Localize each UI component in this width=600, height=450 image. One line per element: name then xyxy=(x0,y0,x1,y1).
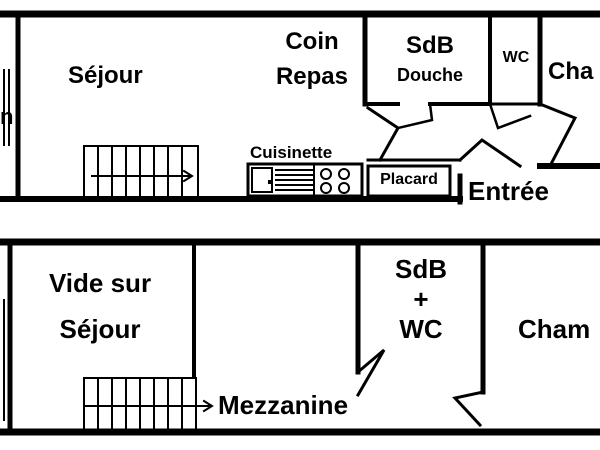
room-label-wc: WC xyxy=(502,49,530,66)
room-label-mezzanine: Mezzanine xyxy=(218,390,349,420)
door-swing-sdb xyxy=(365,105,400,163)
door-swing-sdb-upper xyxy=(355,348,386,398)
ground-stair xyxy=(83,145,199,197)
room-label-sdb-wc-2: + xyxy=(413,284,429,314)
placard-box xyxy=(366,164,452,198)
door-swing-entry xyxy=(457,138,523,169)
room-label-sdb-wc-1: SdB xyxy=(395,254,447,284)
room-label-cut-left: n xyxy=(0,104,14,129)
room-label-coin-repas-2: Repas xyxy=(275,63,349,90)
ground-floor xyxy=(0,10,600,205)
room-label-vide-2: Séjour xyxy=(59,314,141,344)
room-label-sdb-wc-3: WC xyxy=(399,314,443,344)
room-label-chambre-upper: Cham xyxy=(518,314,591,344)
door-swing-wc xyxy=(488,102,532,130)
room-label-sdb-douche-1: SdB xyxy=(406,32,454,59)
room-label-cuisinette: Cuisinette xyxy=(250,143,333,162)
room-label-sejour: Séjour xyxy=(68,62,143,89)
door-swing-chambre xyxy=(538,102,578,169)
room-label-entree: Entrée xyxy=(468,176,549,206)
room-label-vide-1: Vide sur xyxy=(48,268,152,298)
cuisinette-counter xyxy=(246,162,364,198)
room-label-coin-repas-1: Coin xyxy=(285,28,339,55)
room-label-placard: Placard xyxy=(380,171,438,188)
room-label-chambre: Cha xyxy=(548,58,594,85)
room-label-sdb-douche-2: Douche xyxy=(396,65,463,85)
upper-stair xyxy=(83,377,214,431)
upper-floor xyxy=(0,238,600,436)
burner xyxy=(320,168,332,180)
door-swing-chambre-upper xyxy=(452,390,485,428)
